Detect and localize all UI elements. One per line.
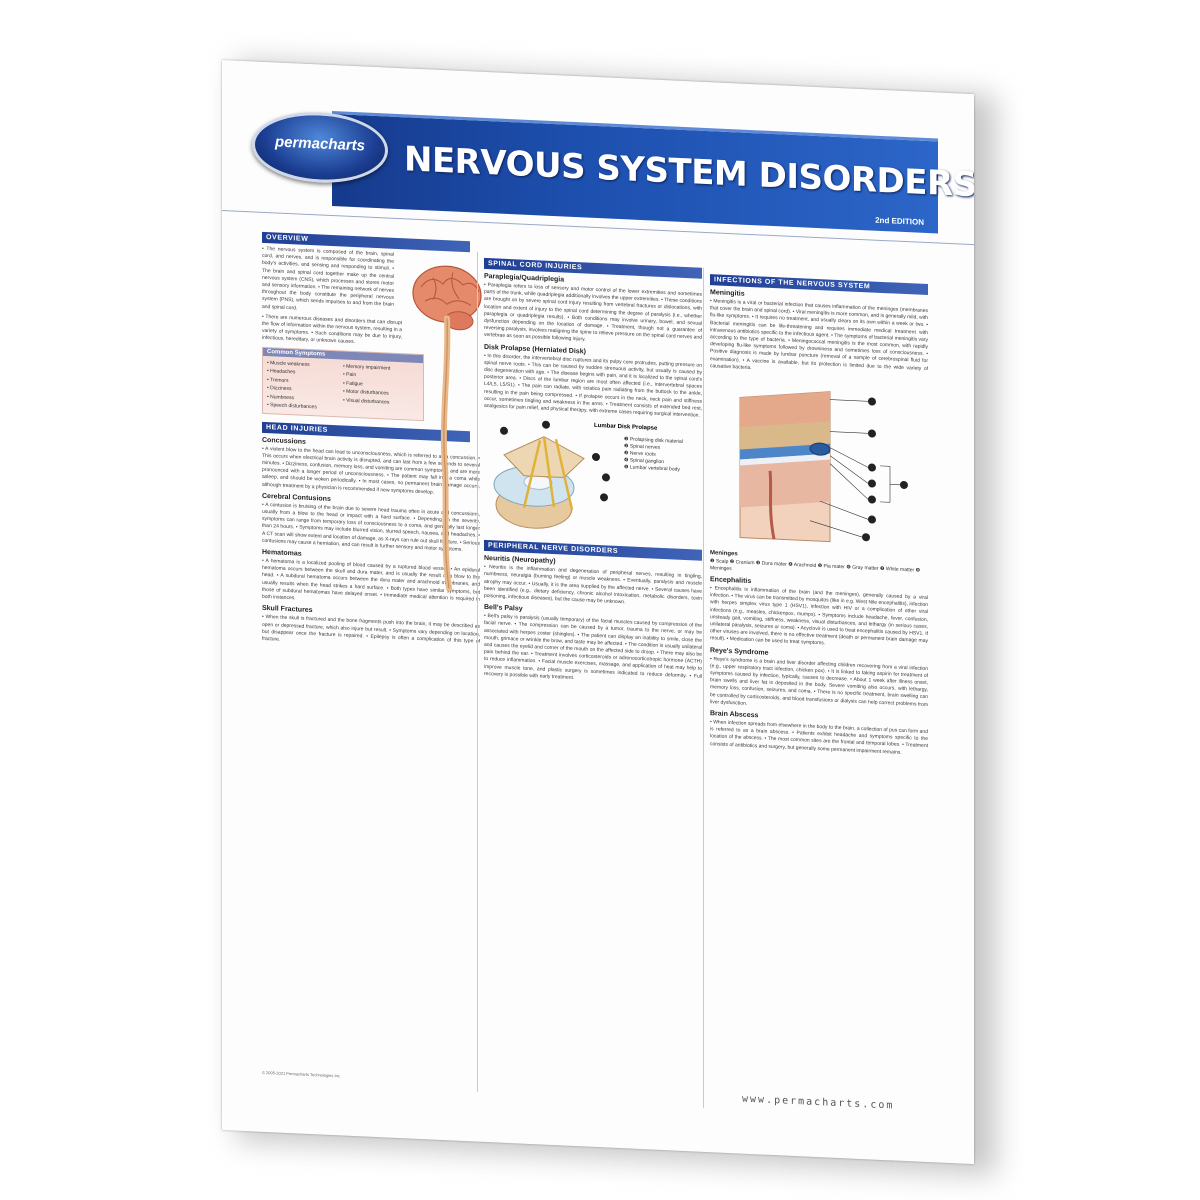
disk-prolapse-text: • In this disorder, the intervertebral d… (484, 352, 702, 419)
meningitis-text: • Meningitis is a viral or bacterial inf… (710, 298, 928, 372)
common-symptoms-box: Common Symptoms • Muscle weakness• Memor… (262, 346, 424, 421)
encephalitis-text: • Encephalitis is inflammation of the br… (710, 585, 928, 647)
bells-palsy-text: • Bell's palsy is paralysis (usually tem… (484, 613, 702, 681)
website-url: www.permacharts.com (742, 1093, 895, 1112)
header: NERVOUS SYSTEM DISORDERS 2nd EDITION per… (222, 100, 974, 244)
neuritis-text: • Neuritis is the inflammation and degen… (484, 564, 702, 606)
title-banner: NERVOUS SYSTEM DISORDERS 2nd EDITION (332, 110, 974, 234)
right-column: INFECTIONS OF THE NERVOUS SYSTEM Meningi… (710, 274, 928, 761)
copyright-text: © 2005-2021 Permacharts Technologies Inc… (262, 1069, 341, 1079)
middle-column: SPINAL CORD INJURIES Paraplegia/Quadripl… (484, 257, 702, 691)
page-title: NERVOUS SYSTEM DISORDERS (404, 139, 974, 206)
meninges-illustration (739, 391, 908, 543)
reyes-syndrome-text: • Reye's syndrome is a brain and liver d… (710, 655, 928, 708)
reference-sheet: NERVOUS SYSTEM DISORDERS 2nd EDITION per… (222, 60, 974, 1165)
symptoms-list: • Muscle weakness• Memory impairment• He… (263, 356, 423, 420)
edition-label: 2nd EDITION (875, 215, 924, 227)
column-divider-2 (703, 267, 704, 1108)
overview-text-2: • There are numerous diseases and disord… (262, 313, 402, 346)
brain-spinal-cord-illustration (412, 265, 482, 592)
column-divider-1 (477, 251, 478, 1092)
lumbar-vertebra-illustration (493, 420, 610, 529)
lumbar-disk-figure: Lumbar Disk Prolapse ❶ Prolapsing disk m… (484, 414, 702, 544)
paraplegia-text: • Paraplegia refers to loss of sensory a… (484, 281, 702, 343)
logo-text: permacharts (274, 133, 366, 155)
overview-text-1: • The nervous system is composed of the … (262, 245, 395, 312)
lumbar-legend-item: ❺ Lumbar vertebral body (624, 464, 680, 474)
meninges-figure (710, 376, 928, 556)
left-column: OVERVIEW • The nervous system is compose… (262, 231, 482, 1078)
